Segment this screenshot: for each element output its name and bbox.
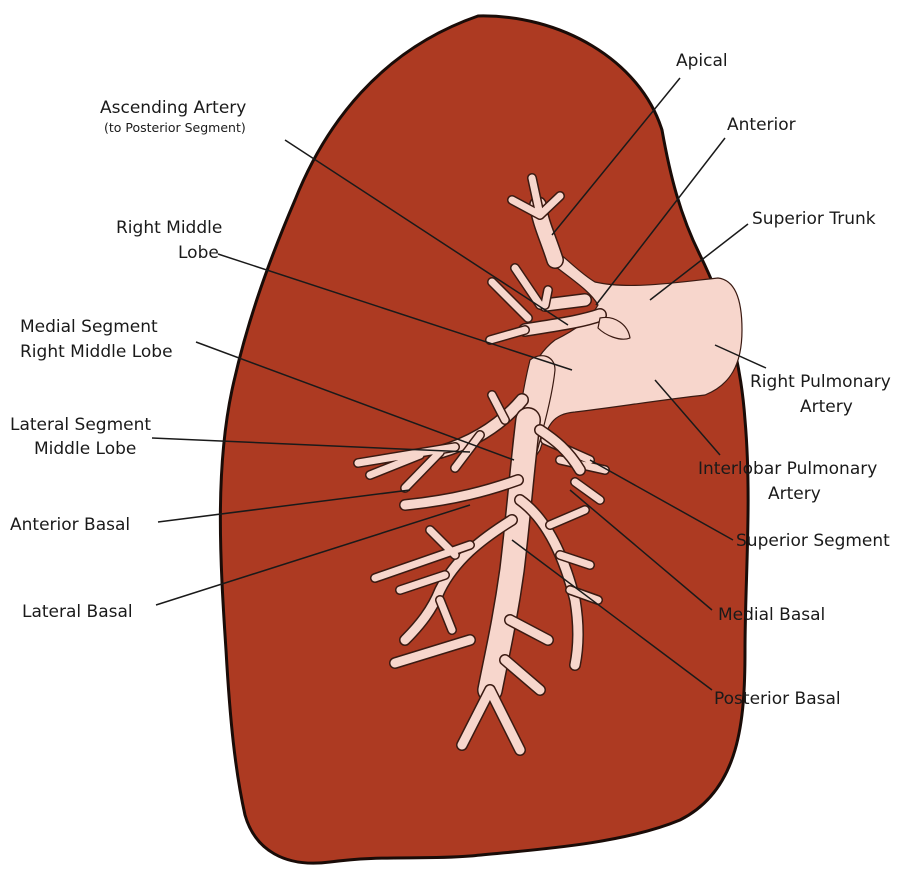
label-posterior-basal: Posterior Basal (714, 689, 841, 709)
label-interlobar-line1: Interlobar Pulmonary (698, 459, 877, 479)
label-medial-basal: Medial Basal (718, 605, 825, 625)
label-apical: Apical (676, 51, 728, 71)
label-anterior: Anterior (727, 115, 796, 135)
label-lateral-segment-line2: Middle Lobe (34, 439, 136, 459)
label-ascending-artery-sub: (to Posterior Segment) (104, 120, 246, 135)
label-anterior-basal: Anterior Basal (10, 515, 130, 535)
label-right-pulmonary-line2: Artery (800, 397, 853, 417)
label-right-middle-lobe-line2: Lobe (178, 243, 219, 263)
label-medial-segment-line2: Right Middle Lobe (20, 342, 173, 362)
label-superior-trunk: Superior Trunk (752, 209, 876, 229)
label-medial-segment-line1: Medial Segment (20, 317, 158, 337)
label-lateral-basal: Lateral Basal (22, 602, 133, 622)
label-right-pulmonary-line1: Right Pulmonary (750, 372, 891, 392)
label-ascending-artery: Ascending Artery (100, 98, 246, 118)
label-interlobar-line2: Artery (768, 484, 821, 504)
label-lateral-segment-line1: Lateral Segment (10, 415, 151, 435)
label-superior-segment: Superior Segment (736, 531, 890, 551)
label-right-middle-lobe-line1: Right Middle (116, 218, 222, 238)
